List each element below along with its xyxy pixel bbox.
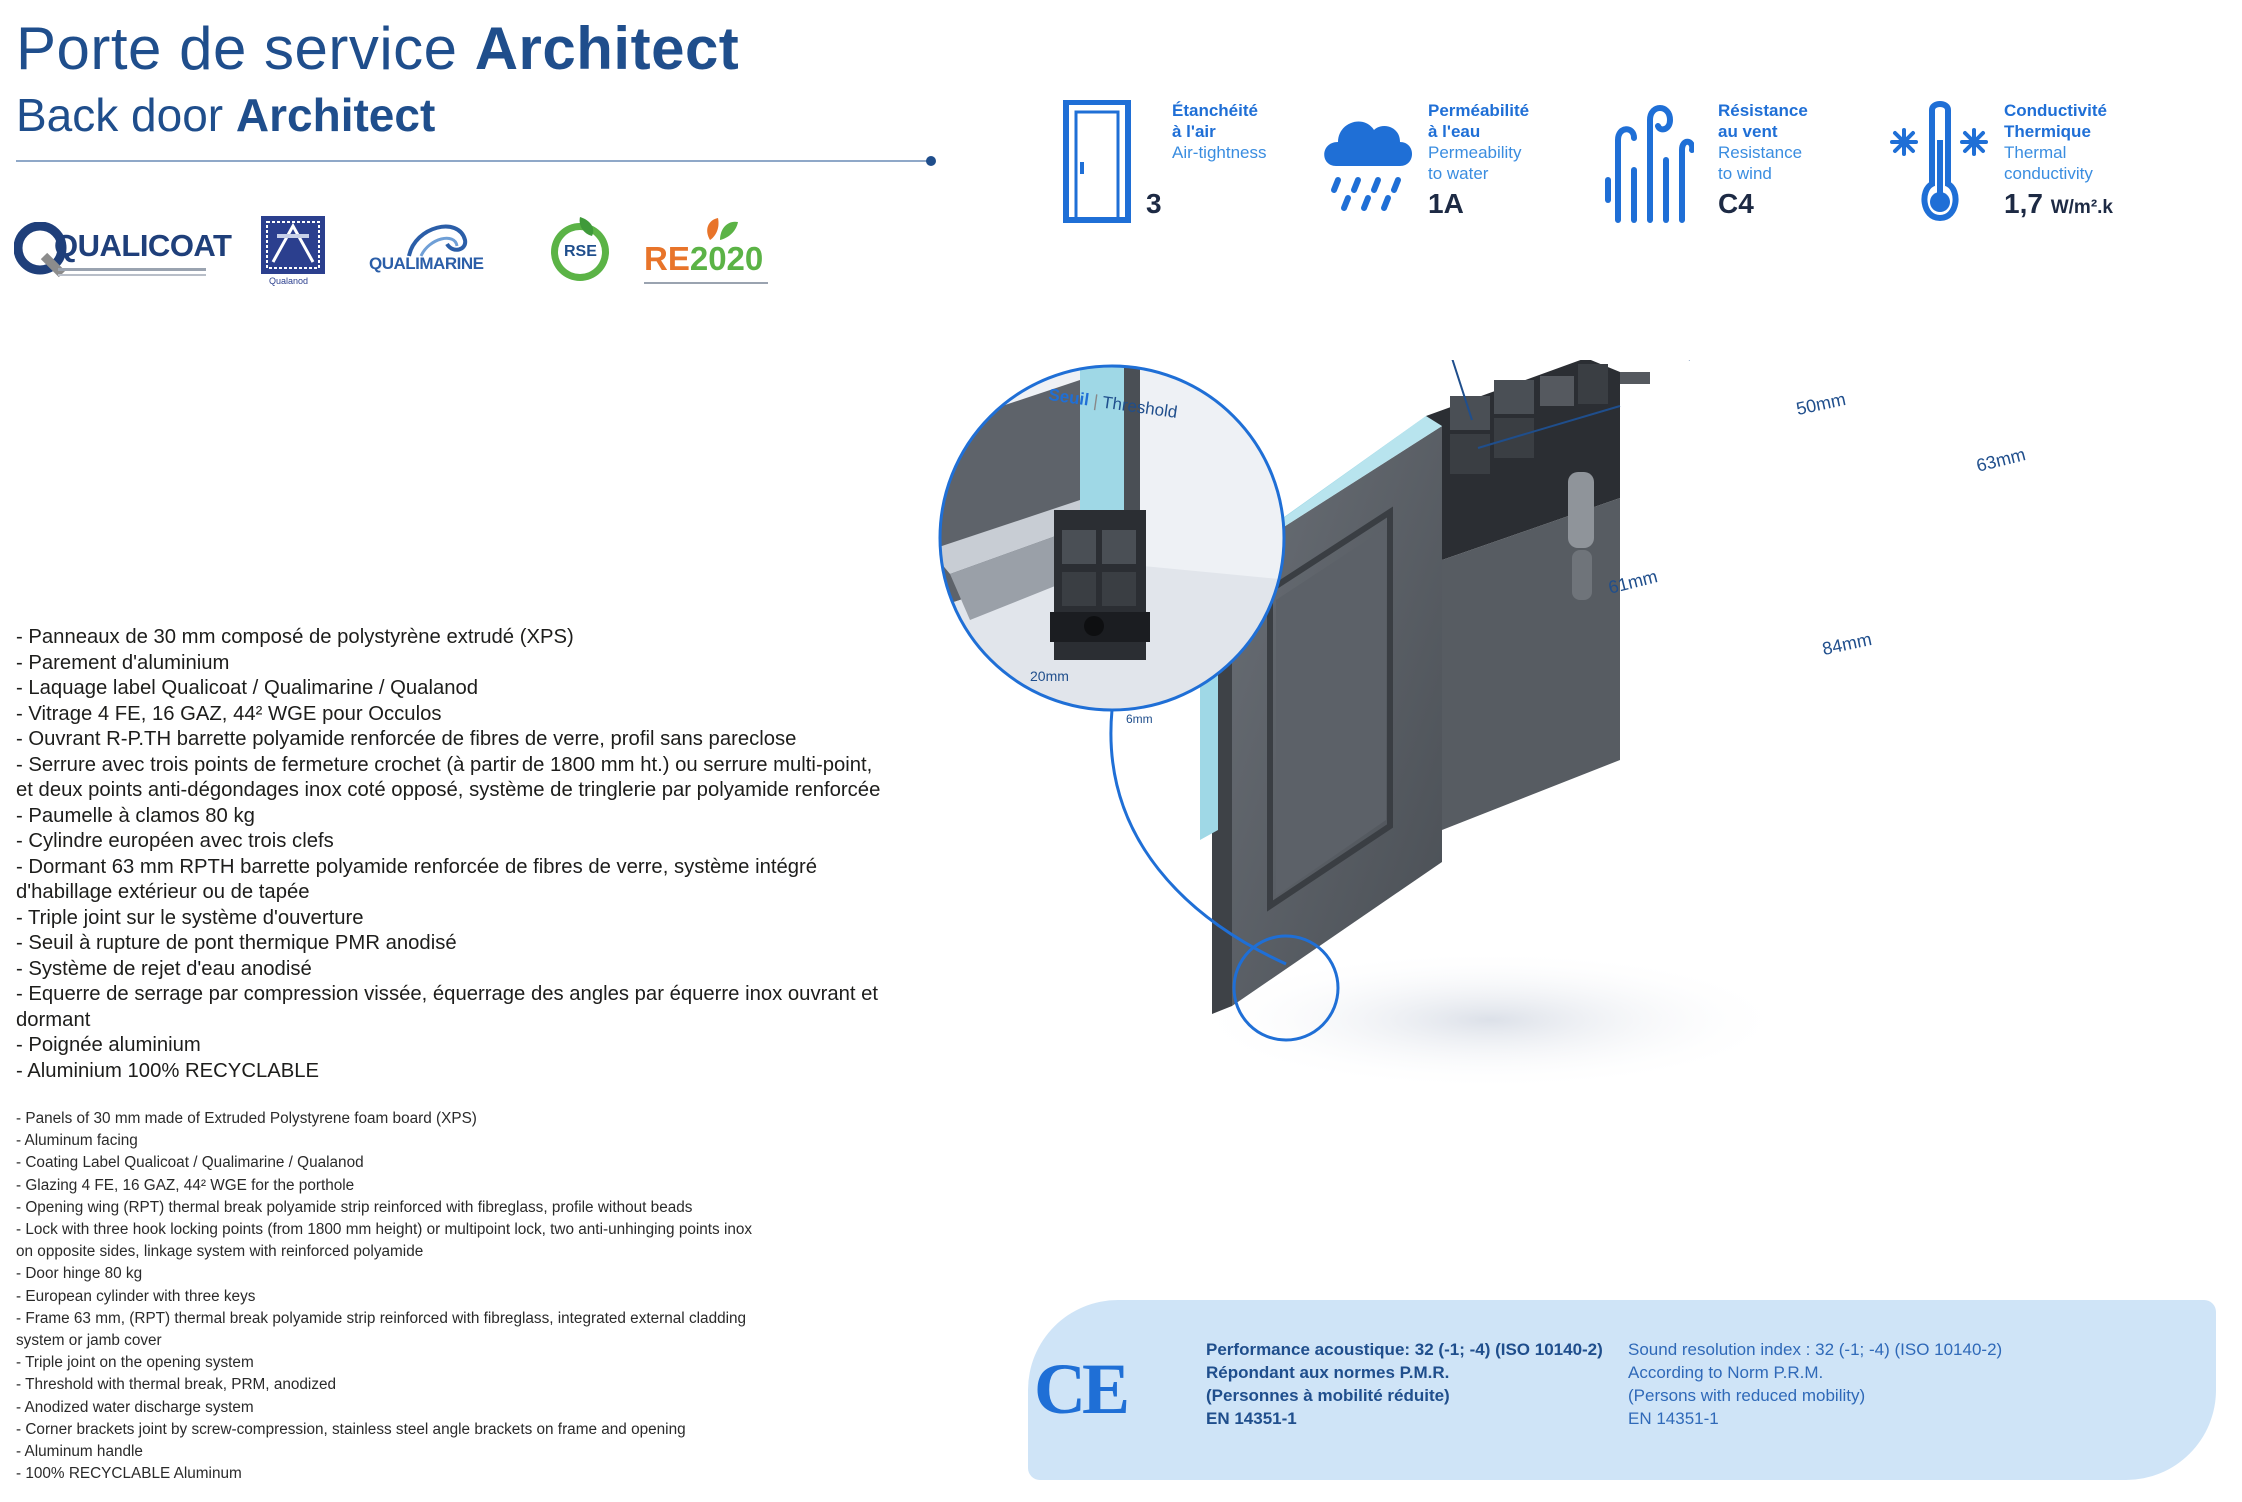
feature-en-item: - Opening wing (RPT) thermal break polya…	[16, 1198, 693, 1216]
rse-logo: RSE	[544, 214, 616, 286]
qualimarine-wave-icon	[407, 224, 468, 257]
re2020-logo: RE2020	[644, 212, 774, 290]
rain-cloud-icon	[1324, 121, 1412, 211]
certification-en: Sound resolution index : 32 (-1; -4) (IS…	[1628, 1340, 2003, 1428]
feature-fr-item: - Ouvrant R-P.TH barrette polyamide renf…	[16, 727, 797, 750]
feature-en-item: - Frame 63 mm, (RPT) thermal break polya…	[16, 1309, 747, 1327]
feature-fr-item: - Seuil à rupture de pont thermique PMR …	[16, 931, 457, 954]
thermometer-icon	[1890, 101, 1988, 222]
qualanod-emblem-icon	[261, 216, 325, 274]
perf-water-permeability: Perméabilité à l'eau Permeability to wat…	[1318, 96, 1578, 226]
feature-fr-item: - Cylindre européen avec trois clefs	[16, 829, 334, 852]
wind-icon	[1605, 105, 1694, 223]
feature-fr-item: - Poignée aluminium	[16, 1033, 201, 1056]
features-list-en: - Panels of 30 mm made of Extruded Polys…	[16, 1108, 916, 1485]
certification-logos: QUALICOAT Qualanod QUALIMARINE RSE	[14, 212, 774, 292]
feature-en-item: - Corner brackets joint by screw-compres…	[16, 1420, 686, 1438]
feature-fr-item: - Système de rejet d'eau anodisé	[16, 956, 312, 980]
perf-value: 1A	[1428, 188, 1464, 219]
perf-value: C4	[1718, 188, 1754, 219]
page-title-fr: Porte de service Architect	[16, 15, 740, 82]
feature-fr-item: - Paumelle à clamos 80 kg	[16, 803, 255, 827]
dim-threshold-width: 6mm	[1126, 712, 1153, 726]
qualicoat-emblem-icon	[14, 222, 67, 278]
feature-fr-item: - Panneaux de 30 mm composé de polystyrè…	[16, 625, 574, 648]
leaf-icon	[707, 218, 738, 240]
perf-value: 1,7 W/m².k	[2004, 188, 2113, 219]
zoom-source-circle	[1232, 934, 1340, 1042]
zoom-connector	[1109, 709, 1287, 966]
title-divider-dot	[926, 156, 936, 166]
feature-en-item: - Lock with three hook locking points (f…	[16, 1221, 753, 1239]
feature-fr-item: - Vitrage 4 FE, 16 GAZ, 44² WGE pour Occ…	[16, 701, 442, 725]
feature-fr-item: - Equerre de serrage par compression vis…	[16, 982, 879, 1005]
dimension-lines	[1451, 360, 1690, 449]
page-title-en: Back door Architect	[16, 89, 436, 141]
feature-en-item: - Coating Label Qualicoat / Qualimarine …	[16, 1154, 364, 1172]
certification-band	[1028, 1300, 2216, 1480]
perf-wind-resistance: Résistance au vent Resistance to wind C4	[1604, 96, 1864, 226]
feature-fr-item: d'habillage extérieur ou de tapée	[16, 880, 310, 903]
ce-mark-icon: CE	[1034, 1349, 1130, 1429]
feature-fr-item: dormant	[16, 1007, 91, 1031]
feature-en-item: - Panels of 30 mm made of Extruded Polys…	[16, 1110, 477, 1127]
feature-fr-item: - Serrure avec trois points de fermeture…	[16, 752, 873, 776]
feature-en-item: - Door hinge 80 kg	[16, 1265, 143, 1283]
features-list-fr: - Panneaux de 30 mm composé de polystyrè…	[16, 624, 916, 1083]
certification-fr: Performance acoustique: 32 (-1; -4) (ISO…	[1206, 1340, 1603, 1428]
qualimarine-logo: QUALIMARINE	[369, 216, 519, 286]
feature-en-item: - European cylinder with three keys	[16, 1287, 256, 1305]
floor-shadow	[1190, 950, 1790, 1090]
feature-fr-item: - Laquage label Qualicoat / Qualimarine …	[16, 676, 479, 699]
rse-badge-icon	[551, 217, 609, 281]
feature-en-item: system or jamb cover	[16, 1332, 162, 1350]
feature-en-item: on opposite sides, linkage system with r…	[16, 1243, 424, 1261]
feature-en-item: - Aluminum facing	[16, 1132, 138, 1150]
feature-fr-item: et deux points anti-dégondages inox coté…	[16, 778, 881, 801]
feature-en-item: - Triple joint on the opening system	[16, 1354, 254, 1372]
door-profile-illustration	[938, 360, 1790, 1090]
feature-fr-item: - Triple joint sur le système d'ouvertur…	[16, 905, 364, 929]
feature-en-item: - 100% RECYCLABLE Aluminum	[16, 1465, 242, 1483]
feature-en-item: - Threshold with thermal break, PRM, ano…	[16, 1376, 337, 1394]
feature-fr-item: - Aluminium 100% RECYCLABLE	[16, 1058, 320, 1082]
title-divider	[16, 160, 932, 162]
threshold-zoom	[938, 364, 1286, 712]
feature-en-item: - Glazing 4 FE, 16 GAZ, 44² WGE for the …	[16, 1176, 355, 1194]
qualanod-logo: Qualanod	[257, 212, 329, 290]
frame-profile	[1426, 360, 1650, 830]
door-icon	[1063, 100, 1131, 223]
door-panel	[1200, 416, 1442, 1014]
feature-fr-item: - Parement d'aluminium	[16, 650, 230, 674]
perf-air-tightness: Étanchéité à l'air Air-tightness 3	[1062, 96, 1312, 226]
qualicoat-logo: QUALICOAT	[14, 218, 232, 288]
feature-fr-item: - Dormant 63 mm RPTH barrette polyamide …	[16, 854, 818, 878]
perf-value: 3	[1146, 188, 1162, 219]
feature-en-item: - Aluminum handle	[16, 1443, 143, 1461]
feature-en-item: - Anodized water discharge system	[16, 1398, 254, 1416]
dim-threshold-height: 20mm	[1030, 668, 1069, 684]
perf-thermal-conductivity: Conductivité Thermique Thermal conductiv…	[1890, 96, 2150, 226]
